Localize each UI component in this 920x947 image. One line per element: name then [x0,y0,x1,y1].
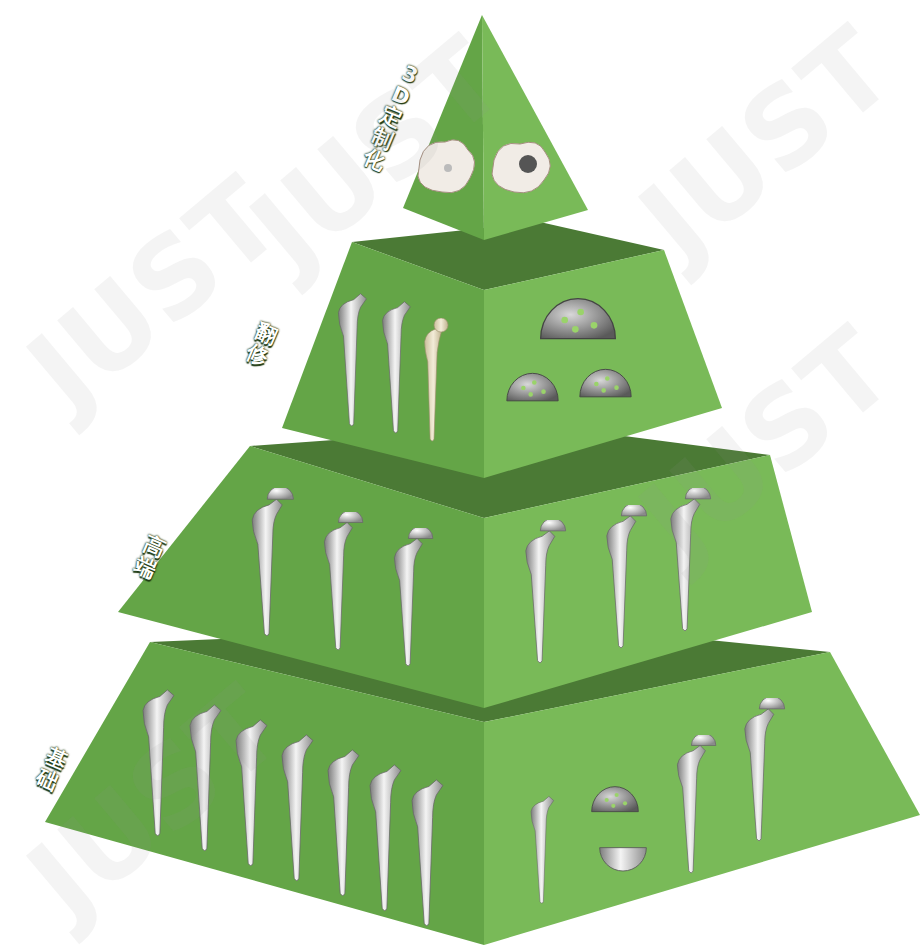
hip-stem [531,796,554,903]
hip-stem [607,503,647,648]
tier-right-face [484,455,812,708]
hip-stem [328,750,359,896]
porous-cup [592,787,639,812]
tier-label: 翻修 [241,319,282,371]
hip-stem [394,526,433,666]
ceramic-stem [425,318,448,441]
porous-cup [541,299,616,339]
printed-pore [519,155,537,173]
hip-stem [190,705,221,851]
porous-cup [507,373,558,401]
watermark: JUST [616,4,916,285]
hip-stem [236,720,267,866]
hip-stem [677,733,716,873]
watermark: JUST [616,304,916,585]
revision-stem [338,294,366,426]
hip-stem [526,518,566,663]
tier-right-face [482,15,588,240]
watermark: JUST [4,662,304,943]
tier-right-face [484,250,722,478]
hip-stem [745,696,785,841]
tier-left-face [118,446,484,708]
revision-stem [383,302,411,433]
hip-stem [412,780,443,926]
tier-band: 3D定制化 [358,60,426,176]
hip-stem [252,486,293,636]
watermark: JUST [4,154,304,435]
hip-stem [143,690,174,836]
tier-left-face [403,15,484,240]
printed-pore [444,164,452,172]
metal-shell [600,848,647,871]
tier-band: 翻修 [241,319,282,371]
tier-left-face [282,242,484,478]
porous-cup [580,369,631,397]
hip-stem [282,735,313,881]
hip-stem [671,486,711,631]
printed-implant [492,142,550,193]
hip-stem [370,765,401,911]
tier-label: 3D定制化 [358,60,426,176]
tier-right-face [484,652,920,945]
printed-implant [418,140,475,193]
hip-stem [324,510,363,650]
